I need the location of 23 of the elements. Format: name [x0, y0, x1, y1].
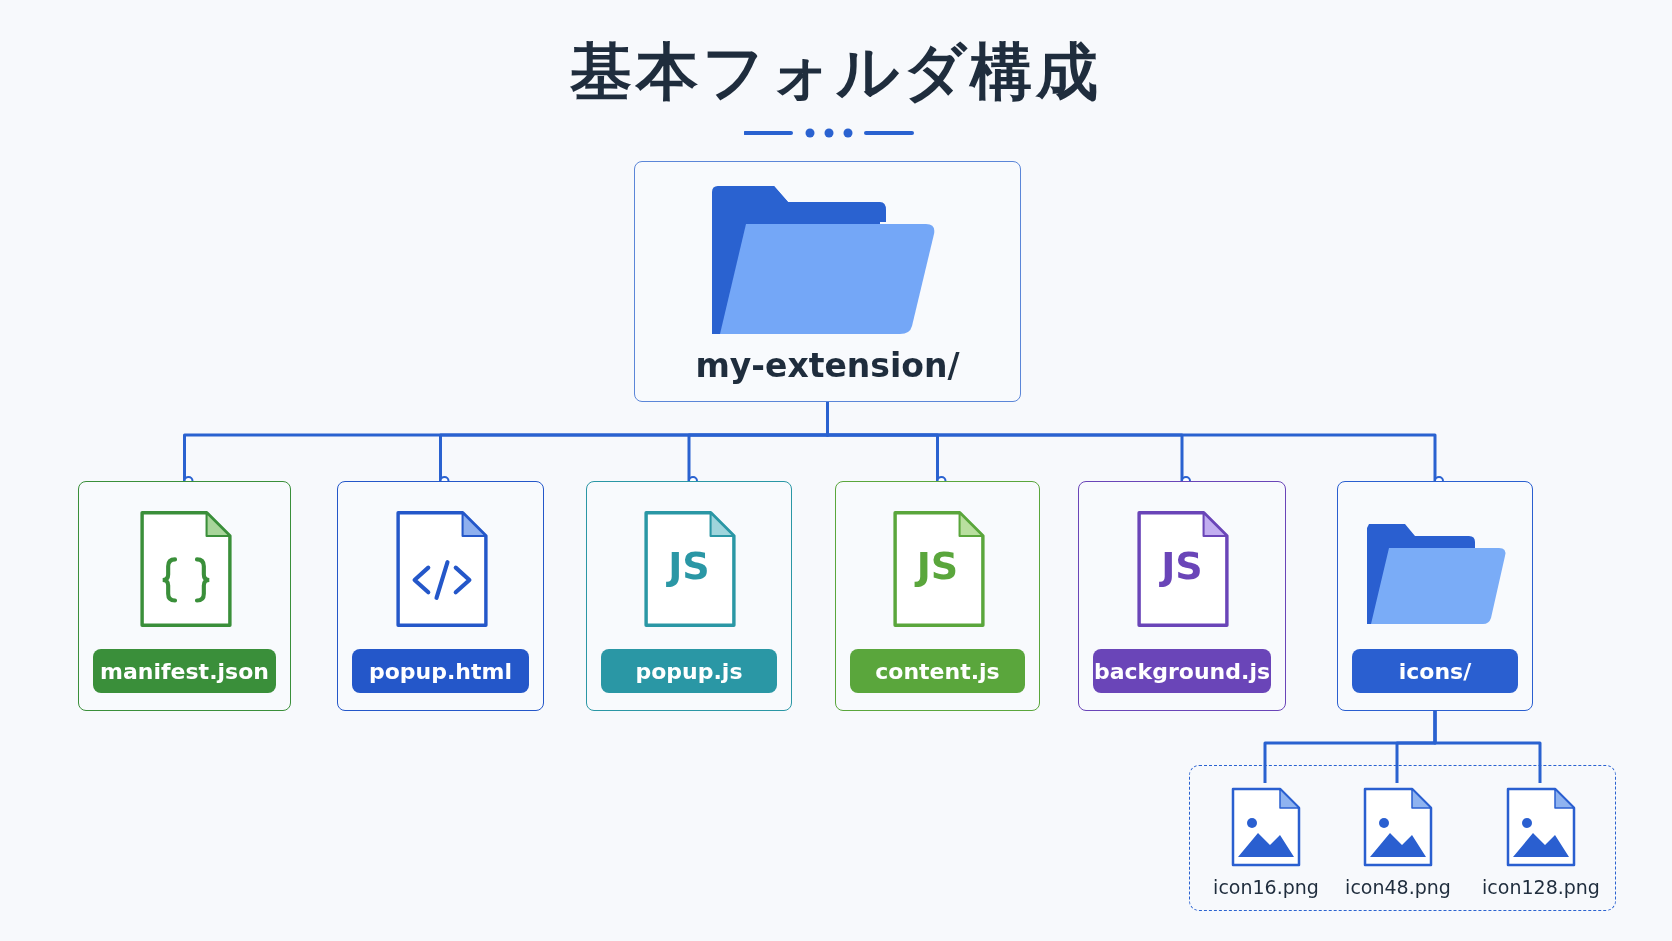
file-card [1078, 481, 1286, 711]
file-card [586, 481, 792, 711]
file-name-label: content.js [850, 649, 1025, 693]
group-frame [1189, 765, 1616, 911]
file-card [78, 481, 291, 711]
folder-card [634, 161, 1021, 402]
file-name-label: manifest.json [93, 649, 276, 693]
file-type-text: JS [913, 544, 960, 588]
file-type-text: JS [1158, 544, 1204, 588]
title: 基本フォルダ構成 [569, 34, 1103, 110]
file-card [835, 481, 1040, 711]
file-name: icon16.png [1212, 876, 1320, 898]
file-name-label: icons/ [1352, 649, 1518, 693]
file-name-label: popup.js [601, 649, 777, 693]
file-name: icon48.png [1344, 876, 1452, 898]
folder-card [1337, 481, 1533, 711]
file-name: icon128.png [1481, 876, 1601, 898]
folder-name: my-extension/ [694, 346, 961, 385]
file-card [337, 481, 544, 711]
file-name-label: popup.html [352, 649, 529, 693]
connector-line [1433, 711, 1542, 783]
file-type-text: JS [665, 544, 711, 588]
file-name-label: background.js [1093, 649, 1271, 693]
